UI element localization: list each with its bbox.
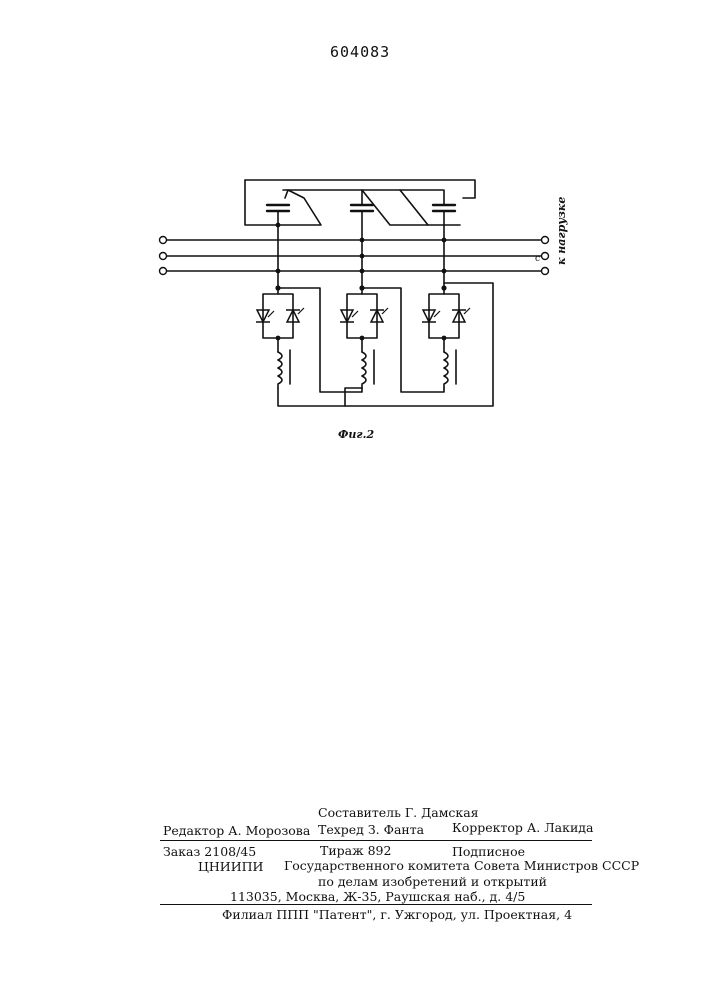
load-label: к нагрузке (555, 197, 568, 265)
figure-caption: Фиг.2 (338, 428, 374, 441)
org: ЦНИИПИ (198, 859, 263, 874)
branch: Филиал ППП "Патент", г. Ужгород, ул. Про… (222, 907, 572, 922)
circulation: Тираж 892 (320, 843, 391, 858)
address: 113035, Москва, Ж-35, Раушская наб., д. … (230, 889, 525, 904)
footer-divider-top (160, 840, 592, 841)
footer-divider-bottom (160, 904, 592, 905)
editor: Редактор А. Морозова (163, 823, 310, 838)
subscription: Подписное (452, 844, 525, 859)
order: Заказ 2108/45 (163, 844, 256, 859)
committee: Государственного комитета Совета Министр… (284, 858, 639, 873)
phase-label: с (535, 254, 540, 264)
circuit-schematic (0, 0, 707, 460)
techred: Техред З. Фанта (318, 822, 424, 837)
affairs: по делам изобретений и открытий (318, 874, 547, 889)
corrector: Корректор А. Лакида (452, 820, 593, 835)
compiler: Составитель Г. Дамская (318, 805, 479, 820)
